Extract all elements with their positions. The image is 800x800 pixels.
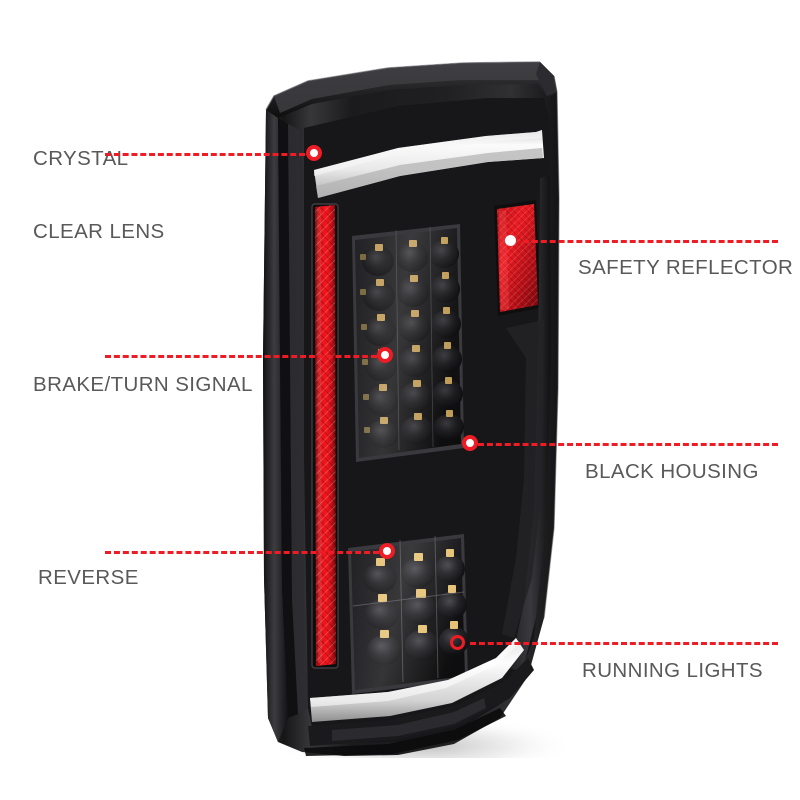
red-side-reflector-strip — [311, 203, 339, 669]
callout-label-brake-turn-signal: BRAKE/TURN SIGNAL — [33, 325, 253, 446]
callout-label-reverse: REVERSE — [38, 518, 139, 639]
callout-label-crystal-clear-lens: CRYSTAL CLEAR LENS — [33, 99, 165, 293]
callout-label-safety-reflector: SAFETY REFLECTOR — [578, 208, 793, 329]
red-safety-reflector — [494, 200, 540, 316]
callout-dot-brake-turn-signal — [377, 347, 393, 363]
leader-line-running-lights — [470, 642, 778, 645]
product-tail-light-image — [248, 58, 566, 758]
callout-label-line: CLEAR LENS — [33, 219, 165, 243]
reverse-led-array — [348, 534, 469, 694]
callout-dot-safety-reflector — [505, 235, 516, 246]
callout-label-black-housing: BLACK HOUSING — [585, 412, 759, 533]
brake-turn-led-array — [352, 224, 464, 462]
leader-line-safety-reflector — [523, 240, 778, 243]
callout-label-running-lights: RUNNING LIGHTS — [582, 611, 763, 732]
callout-dot-running-lights — [450, 635, 465, 650]
callout-label-line: SAFETY REFLECTOR — [578, 256, 794, 280]
leader-line-black-housing — [478, 443, 778, 446]
callout-dot-black-housing — [462, 435, 478, 451]
crystal-clear-lens-edge — [263, 110, 308, 742]
lower-white-light-bar — [310, 638, 524, 722]
callout-dot-crystal-clear-lens — [306, 145, 322, 161]
leader-line-reverse — [105, 551, 379, 554]
callout-label-line: REVERSE — [38, 566, 139, 590]
callout-label-line: CRYSTAL — [33, 147, 129, 171]
leader-line-crystal-clear-lens — [105, 153, 305, 156]
callout-label-line: BLACK HOUSING — [585, 460, 759, 484]
callout-dot-reverse — [379, 543, 395, 559]
leader-line-brake-turn-signal — [105, 355, 377, 358]
upper-white-light-bar — [314, 130, 544, 198]
callout-label-line: BRAKE/TURN SIGNAL — [33, 373, 253, 397]
black-housing-body — [263, 61, 560, 756]
callout-label-line: RUNNING LIGHTS — [582, 659, 764, 683]
